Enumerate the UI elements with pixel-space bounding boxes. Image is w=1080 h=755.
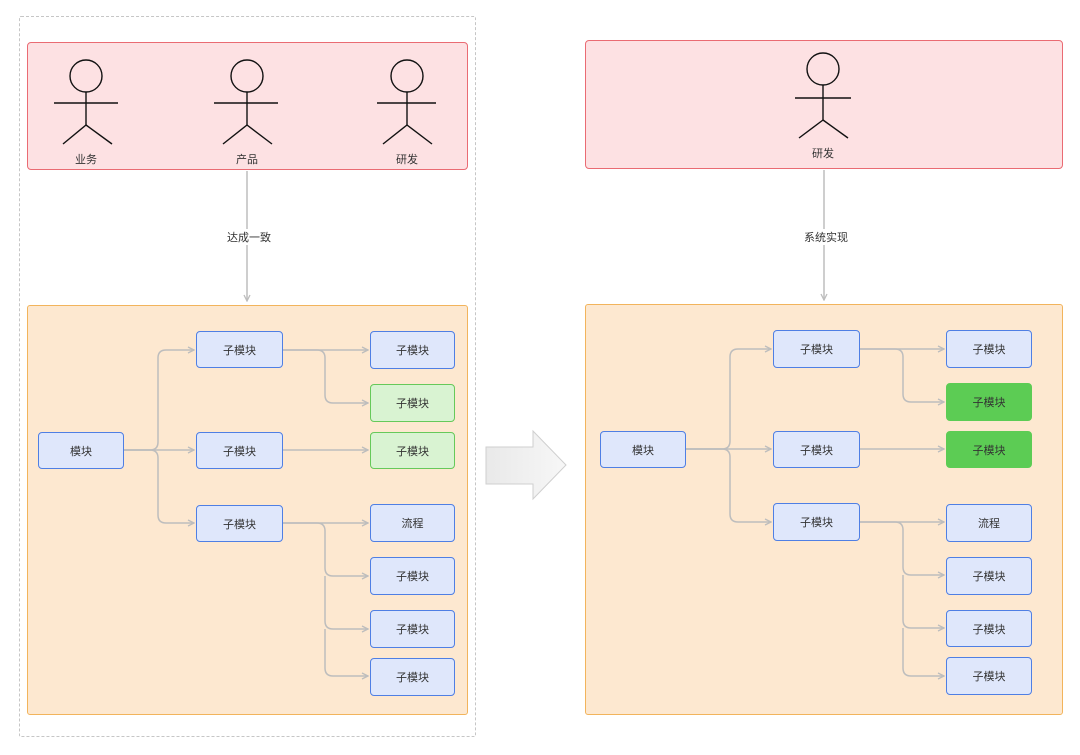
module-node: 模块 bbox=[600, 431, 686, 468]
submodule-node: 子模块 bbox=[773, 431, 860, 468]
leaf-node-highlighted: 子模块 bbox=[370, 432, 455, 469]
submodule-node: 子模块 bbox=[196, 505, 283, 542]
actor-label-business: 业务 bbox=[75, 154, 97, 166]
edge-label-consensus: 达成一致 bbox=[225, 229, 273, 245]
leaf-node: 子模块 bbox=[370, 331, 455, 369]
stick-figure-icon bbox=[54, 59, 118, 145]
module-node: 模块 bbox=[38, 432, 124, 469]
submodule-node: 子模块 bbox=[773, 503, 860, 541]
leaf-node: 子模块 bbox=[370, 557, 455, 595]
right-actor-panel bbox=[585, 40, 1063, 169]
leaf-node-highlighted: 子模块 bbox=[946, 383, 1032, 421]
leaf-node: 子模块 bbox=[370, 658, 455, 696]
leaf-node-highlighted: 子模块 bbox=[946, 431, 1032, 468]
actor-label-product: 产品 bbox=[236, 154, 258, 166]
submodule-node: 子模块 bbox=[773, 330, 860, 368]
leaf-node: 子模块 bbox=[946, 330, 1032, 368]
edge-label-implementation: 系统实现 bbox=[802, 229, 850, 245]
stick-figure-icon bbox=[214, 59, 278, 145]
left-actor-panel bbox=[27, 42, 468, 170]
process-node: 流程 bbox=[946, 504, 1032, 542]
leaf-node: 子模块 bbox=[370, 610, 455, 648]
leaf-node: 子模块 bbox=[946, 610, 1032, 647]
submodule-node: 子模块 bbox=[196, 331, 283, 368]
left-diagram-frame bbox=[19, 16, 476, 737]
stick-figure-icon bbox=[377, 59, 436, 145]
leaf-node: 子模块 bbox=[946, 657, 1032, 695]
leaf-node: 子模块 bbox=[946, 557, 1032, 595]
submodule-node: 子模块 bbox=[196, 432, 283, 469]
stick-figure-icon bbox=[795, 52, 851, 139]
right-arrow-icon bbox=[485, 429, 567, 501]
actor-label-dev: 研发 bbox=[396, 154, 418, 166]
process-node: 流程 bbox=[370, 504, 455, 542]
actor-label-dev-right: 研发 bbox=[812, 148, 834, 160]
leaf-node-highlighted: 子模块 bbox=[370, 384, 455, 422]
